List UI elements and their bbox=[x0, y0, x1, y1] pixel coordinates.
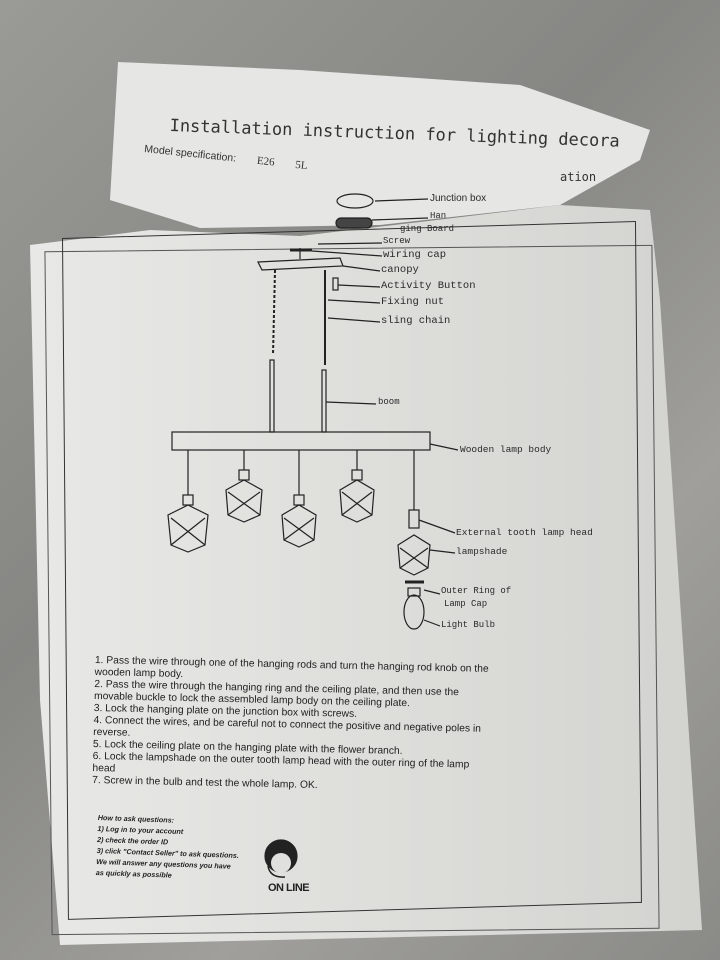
hanging-board-shape bbox=[335, 217, 373, 229]
wooden-lamp-body bbox=[171, 431, 431, 451]
label-wooden-lamp-body: Wooden lamp body bbox=[460, 444, 552, 455]
sling-chain-left bbox=[272, 269, 276, 356]
label-canopy: canopy bbox=[381, 264, 419, 276]
pendant-2 bbox=[225, 450, 263, 523]
pendant-4 bbox=[339, 450, 375, 523]
pendant-1 bbox=[167, 450, 209, 553]
label-lampshade: lampshade bbox=[456, 546, 508, 557]
label-junction-box: Junction box bbox=[430, 193, 487, 204]
label-sling-chain: sling chain bbox=[381, 315, 451, 327]
online-logo-text: ON LINE bbox=[268, 882, 310, 894]
label-wiring-cap: wiring cap bbox=[383, 249, 447, 261]
junction-box-shape bbox=[336, 193, 374, 209]
activity-button-shape bbox=[332, 277, 339, 291]
pendant-5 bbox=[397, 450, 431, 576]
label-hanging-board: ging Board bbox=[400, 224, 455, 234]
label-outer-ring-1: Outer Ring of bbox=[441, 586, 512, 596]
boom-right bbox=[321, 369, 327, 433]
canopy-shape bbox=[257, 257, 344, 271]
installation-steps: 1. Pass the wire through one of the hang… bbox=[92, 655, 495, 796]
label-activity-button: Activity Button bbox=[381, 280, 476, 292]
torn-title-fragment: ation bbox=[560, 170, 597, 184]
how-to-ask-questions: How to ask questions: 1) Log in to your … bbox=[96, 812, 240, 883]
label-fixing-nut: Fixing nut bbox=[381, 296, 445, 308]
boom-left bbox=[269, 359, 275, 433]
label-hanging-board-top: Han bbox=[430, 211, 447, 221]
label-screw: Screw bbox=[383, 236, 411, 246]
pendant-3 bbox=[281, 450, 317, 548]
label-outer-ring-2: Lamp Cap bbox=[444, 599, 488, 609]
label-external-tooth-lamp-head: External tooth lamp head bbox=[456, 527, 593, 538]
light-bulb-shape bbox=[403, 594, 425, 630]
online-headset-logo-icon bbox=[264, 839, 298, 878]
label-boom: boom bbox=[378, 397, 400, 407]
label-light-bulb: Light Bulb bbox=[441, 620, 496, 630]
